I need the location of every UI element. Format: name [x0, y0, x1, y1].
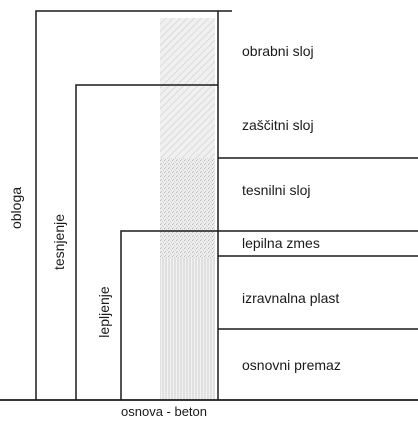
layer-label-primer: osnovni premaz — [242, 357, 341, 373]
column-texture-mid — [160, 158, 215, 258]
layer-label-shield: zaščitni sloj — [242, 117, 314, 133]
column-texture-bottom — [160, 258, 215, 400]
layer-label-leveling: izravnalna plast — [242, 290, 340, 306]
layer-label-sealing: tesnilni sloj — [242, 182, 311, 198]
layer-label-protective: obrabni sloj — [242, 43, 314, 59]
gluing-bracket — [120, 230, 418, 400]
sealing-bracket — [75, 84, 218, 400]
cladding-bracket — [35, 10, 232, 400]
bracket-label-gluing: lepljenje — [96, 286, 112, 338]
bracket-label-sealing: tesnjenje — [51, 213, 67, 271]
base-label: osnova - beton — [121, 404, 208, 419]
layer-label-adhesive: lepilna zmes — [242, 235, 320, 251]
bracket-label-cladding: obloga — [8, 186, 24, 230]
column-texture-top — [160, 18, 215, 158]
